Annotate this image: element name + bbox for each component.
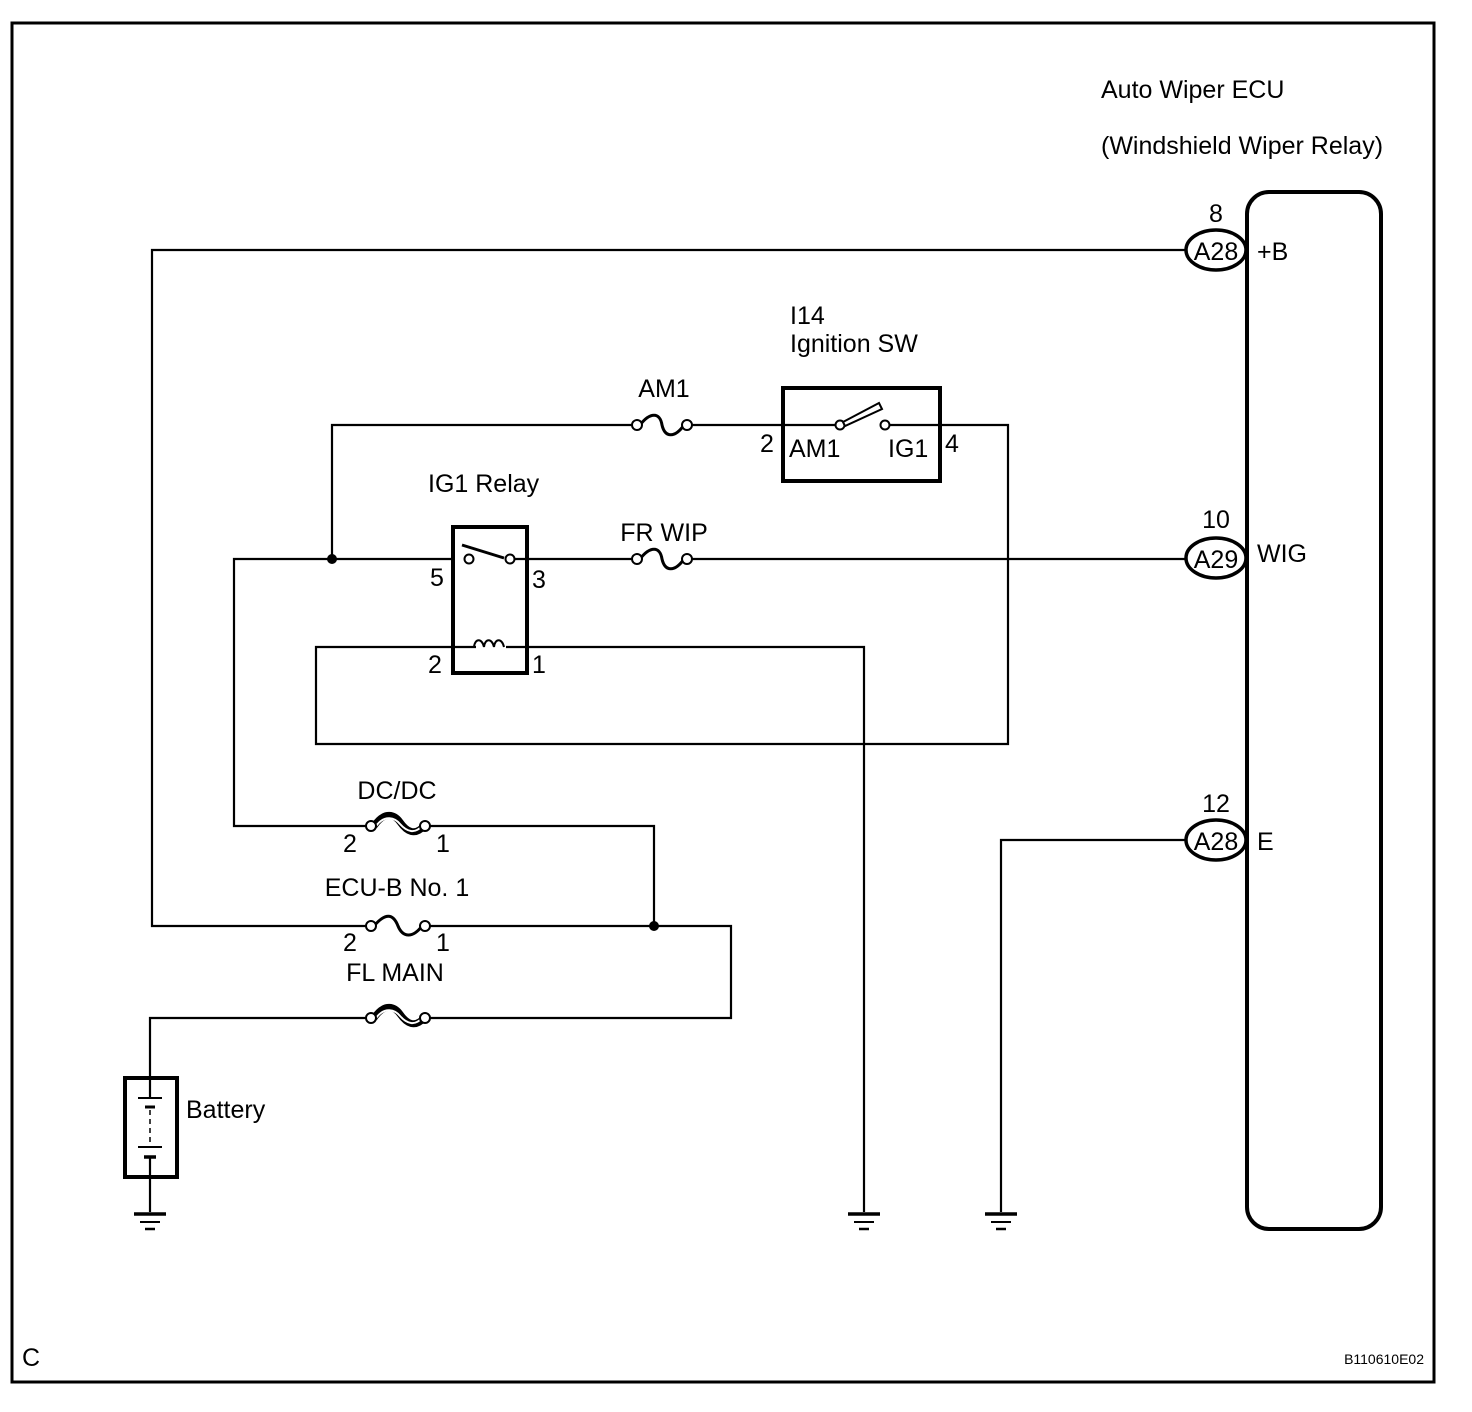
wire-ecu-b-to-fl-main bbox=[428, 924, 733, 1020]
ig1-relay-box bbox=[451, 525, 529, 675]
fuse-terminal bbox=[681, 419, 693, 431]
ignition-pin-4: 4 bbox=[945, 430, 959, 458]
pin-name: WIG bbox=[1257, 540, 1307, 568]
fuse-label: FR WIP bbox=[620, 519, 708, 547]
relay-pin-3: 3 bbox=[532, 566, 546, 594]
ig1-relay: IG1 Relay 5 3 2 1 bbox=[428, 470, 546, 679]
connector-label: A29 bbox=[1194, 546, 1238, 574]
fuse-icon bbox=[638, 413, 686, 437]
fusible-link-dcdc: DC/DC 2 1 bbox=[343, 777, 450, 858]
ecu-pin-wig: A29 10 WIG bbox=[1184, 506, 1307, 580]
wires bbox=[148, 248, 1186, 1212]
fuse-icon bbox=[638, 547, 686, 571]
relay-pin-1: 1 bbox=[532, 651, 546, 679]
pin-name: +B bbox=[1257, 238, 1288, 266]
battery: Battery bbox=[123, 1076, 266, 1179]
figure-id: B110610E02 bbox=[1344, 1351, 1424, 1367]
fuse-label: AM1 bbox=[638, 375, 689, 403]
relay-contact bbox=[463, 553, 475, 565]
fuse-label: FL MAIN bbox=[346, 959, 444, 987]
fuse-fr-wip: FR WIP bbox=[620, 519, 708, 571]
ignition-switch-box bbox=[781, 386, 942, 483]
fuse-terminal bbox=[681, 553, 693, 565]
ground-icon bbox=[848, 1212, 880, 1231]
ecu-pin-e: A28 12 E bbox=[1184, 790, 1274, 862]
connector-label: A28 bbox=[1194, 828, 1238, 856]
ecu-subtitle: (Windshield Wiper Relay) bbox=[1101, 132, 1383, 160]
ignition-switch-id: I14 bbox=[790, 302, 825, 330]
relay-contact bbox=[504, 553, 516, 565]
fuse-terminal bbox=[419, 1012, 431, 1024]
fuse-pin-left: 2 bbox=[343, 929, 357, 957]
junction-dot bbox=[649, 921, 659, 931]
fuse-terminal bbox=[365, 820, 377, 832]
fuse-terminal bbox=[365, 920, 377, 932]
fuse-ecu-b-no1: ECU-B No. 1 2 1 bbox=[325, 874, 469, 957]
relay-pin-5: 5 bbox=[430, 564, 444, 592]
fuse-am1: AM1 bbox=[631, 375, 693, 437]
wire-relay-coil-ground bbox=[506, 645, 866, 1212]
fuse-terminal bbox=[365, 1012, 377, 1024]
ecu-pin-plus-b: A28 8 +B bbox=[1184, 200, 1288, 272]
ground-icon bbox=[985, 1212, 1017, 1231]
wire-dcdc-left-to-relay5 bbox=[232, 557, 455, 828]
fuse-pin-right: 1 bbox=[436, 830, 450, 858]
junction-dot bbox=[327, 554, 337, 564]
ground-icon bbox=[134, 1212, 166, 1231]
ignition-pin-2: 2 bbox=[760, 430, 774, 458]
fuse-pin-left: 2 bbox=[343, 830, 357, 858]
fuse-label: DC/DC bbox=[357, 777, 436, 805]
fuse-terminal bbox=[419, 820, 431, 832]
fuse-label: ECU-B No. 1 bbox=[325, 874, 469, 902]
wire-fl-main-battery bbox=[148, 1016, 368, 1078]
fuse-icon bbox=[372, 914, 424, 937]
diagram-frame bbox=[10, 21, 1436, 1384]
switch-contact bbox=[879, 419, 891, 431]
pin-number: 10 bbox=[1202, 506, 1230, 534]
ignition-switch-name: Ignition SW bbox=[790, 330, 918, 358]
connector-label: A28 bbox=[1194, 238, 1238, 266]
fusible-link-fl-main: FL MAIN bbox=[346, 959, 444, 1028]
relay-coil-icon bbox=[473, 639, 505, 648]
wire-ig1-to-relay-coil bbox=[314, 423, 1010, 746]
wire-dcdc-right bbox=[428, 824, 656, 926]
wire-plus-b bbox=[150, 248, 1186, 928]
pin-number: 8 bbox=[1209, 200, 1223, 228]
relay-pin-2: 2 bbox=[428, 651, 442, 679]
relay-switch-arm-icon bbox=[461, 543, 505, 560]
ig1-relay-name: IG1 Relay bbox=[428, 470, 540, 498]
ignition-switch: I14 Ignition SW 2 AM1 IG1 4 bbox=[760, 302, 959, 483]
pin-number: 12 bbox=[1202, 790, 1230, 818]
switch-lever-icon bbox=[841, 401, 884, 428]
ecu-title: Auto Wiper ECU bbox=[1101, 76, 1284, 104]
fuse-pin-right: 1 bbox=[436, 929, 450, 957]
ignition-terminal-am1: AM1 bbox=[789, 435, 840, 463]
ignition-terminal-ig1: IG1 bbox=[888, 435, 928, 463]
pin-name: E bbox=[1257, 828, 1274, 856]
auto-wiper-ecu-block bbox=[1245, 190, 1383, 1231]
wire-e-ground bbox=[999, 838, 1186, 1212]
fuse-terminal bbox=[419, 920, 431, 932]
fuse-terminal bbox=[631, 419, 643, 431]
wire-am1-branch bbox=[330, 423, 634, 559]
battery-label: Battery bbox=[186, 1096, 266, 1124]
fuse-terminal bbox=[631, 553, 643, 565]
corner-label: C bbox=[22, 1344, 40, 1372]
